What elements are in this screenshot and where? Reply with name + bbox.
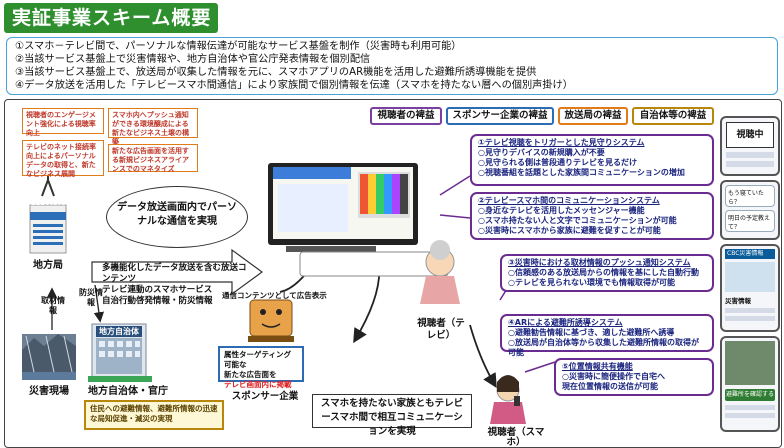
disaster-site-label: 災害現場 xyxy=(29,386,69,397)
legend-sponsor: スポンサー企業の裨益 xyxy=(446,107,554,125)
content-text: 多機能化したデータ放送を含む放送コンテンツ テレビ連動のスマホサービス 自治行動… xyxy=(102,263,247,306)
phone-screen-3: CBC災害情報 災害情報 xyxy=(720,244,780,332)
bousai-label: 防災情報 xyxy=(79,288,103,307)
page-title: 実証事業スキーム概要 xyxy=(4,3,218,33)
viewer-phone-arrow xyxy=(469,324,497,389)
summary-line: ④データ放送を活用した「テレビースマホ間通信」により家族間で個別情報を伝達（スマ… xyxy=(15,80,573,91)
channel-header: CBC災害情報 xyxy=(725,249,775,259)
viewer-tv-label: 視聴者（テレビ） xyxy=(417,318,465,341)
viewer-phone-label: 視聴者（スマホ） xyxy=(487,427,545,448)
city-sign: 地方自治体 xyxy=(96,326,142,337)
tv-sign: TELEVISION xyxy=(26,199,73,207)
phone-screen-1: 視聴中 xyxy=(720,116,780,176)
content-arrow-shape xyxy=(91,248,264,296)
watching-status: 視聴中 xyxy=(726,122,774,148)
feature-box-2: ②テレビースマホ間のコミュニケーションシステム ○身近なテレビを活用したメッセン… xyxy=(470,192,714,240)
disaster-info-heading: 災害情報 xyxy=(725,297,751,305)
phone-screen-4: 避難所を確認する xyxy=(720,336,780,432)
message-bubble: もう寝ていたら？ xyxy=(725,185,775,207)
ad-display-label: 通信コンテンツとして広告表示 xyxy=(222,291,327,300)
summary-line: ③当該サービス基盤上で、放送局が収集した情報を元に、スマホアプリのAR機能を活用… xyxy=(15,67,537,78)
summary-box: ①スマホ－テレビ間で、パーソナルな情報伝達が可能なサービス基盤を制作（災害時も利… xyxy=(6,37,778,95)
phone-screen-2: もう寝ていたら？ 明日の予定教えて？ xyxy=(720,180,780,240)
personal-comm-cloud: データ放送画面内でパーソナルな通信を実現 xyxy=(106,186,248,248)
sponsor-mascot xyxy=(249,299,293,337)
legend-municipality: 自治体等の裨益 xyxy=(632,107,714,125)
message-bubble: 明日の予定教えて？ xyxy=(725,210,775,232)
bousai-arrow xyxy=(93,284,105,323)
feature-box-4: ④ARによる避難所誘導システム ○避難勧告情報に基づき、適した避難所へ誘導 ○放… xyxy=(500,314,714,357)
feature-box-5: ⑤位置情報共有機能 ○災害時に簡便操作で自宅へ 現在位置情報の送信が可能 xyxy=(554,358,714,396)
legend-viewer: 視聴者の裨益 xyxy=(370,107,442,125)
shelter-button[interactable]: 避難所を確認する xyxy=(725,389,775,401)
municipality-label: 地方自治体・官庁 xyxy=(88,386,168,397)
legend-broadcaster: 放送局の裨益 xyxy=(558,107,628,125)
summary-line: ①スマホ－テレビ間で、パーソナルな情報伝達が可能なサービス基盤を制作（災害時も利… xyxy=(15,41,462,52)
sponsor-label: スポンサー企業 xyxy=(231,391,299,402)
benefit-box-broadcaster: スマホ内へプッシュ通知ができる環境醸成による新たなビジネス土壌の構築 xyxy=(108,108,198,146)
municipality-benefit-box: 住民への避難情報、避難所情報の迅速な局知促進・減災の実現 xyxy=(84,400,224,430)
benefit-box-broadcaster: テレビのネット接続率向上によるパーソナルデータの取得と、新たなビジネス展開 xyxy=(22,140,104,178)
benefit-box-broadcaster: 新たな広告画面を活用する新規ビジネスアライアンスでのマネタイズ xyxy=(108,144,198,173)
broadcaster-label: 地方局 xyxy=(33,260,63,271)
feature-box-1: ①テレビ視聴をトリガーとした見守りシステム ○見守りデバイスの新規購入が不要 ○… xyxy=(470,134,714,186)
collect-label: 取材情報 xyxy=(41,296,65,315)
summary-line: ②当該サービス基盤上で災害情報や、地方自治体や官公庁発表情報を個別配信 xyxy=(15,54,371,65)
feature-box-3: ③災害時における取材情報のプッシュ通知システム ○信頼感のある放送局からの情報を… xyxy=(500,254,714,292)
bottom-caption: スマホを持たない家族ともテレビースマホ間で相互コミュニケーションを実現 xyxy=(312,394,472,437)
sponsor-benefit-box: 属性ターゲティング可能な 新たな広告面を テレビ画面内に掲載 xyxy=(218,346,304,389)
benefit-box-broadcaster: 視聴者のエンゲージメント強化による視聴率向上 xyxy=(22,108,104,137)
